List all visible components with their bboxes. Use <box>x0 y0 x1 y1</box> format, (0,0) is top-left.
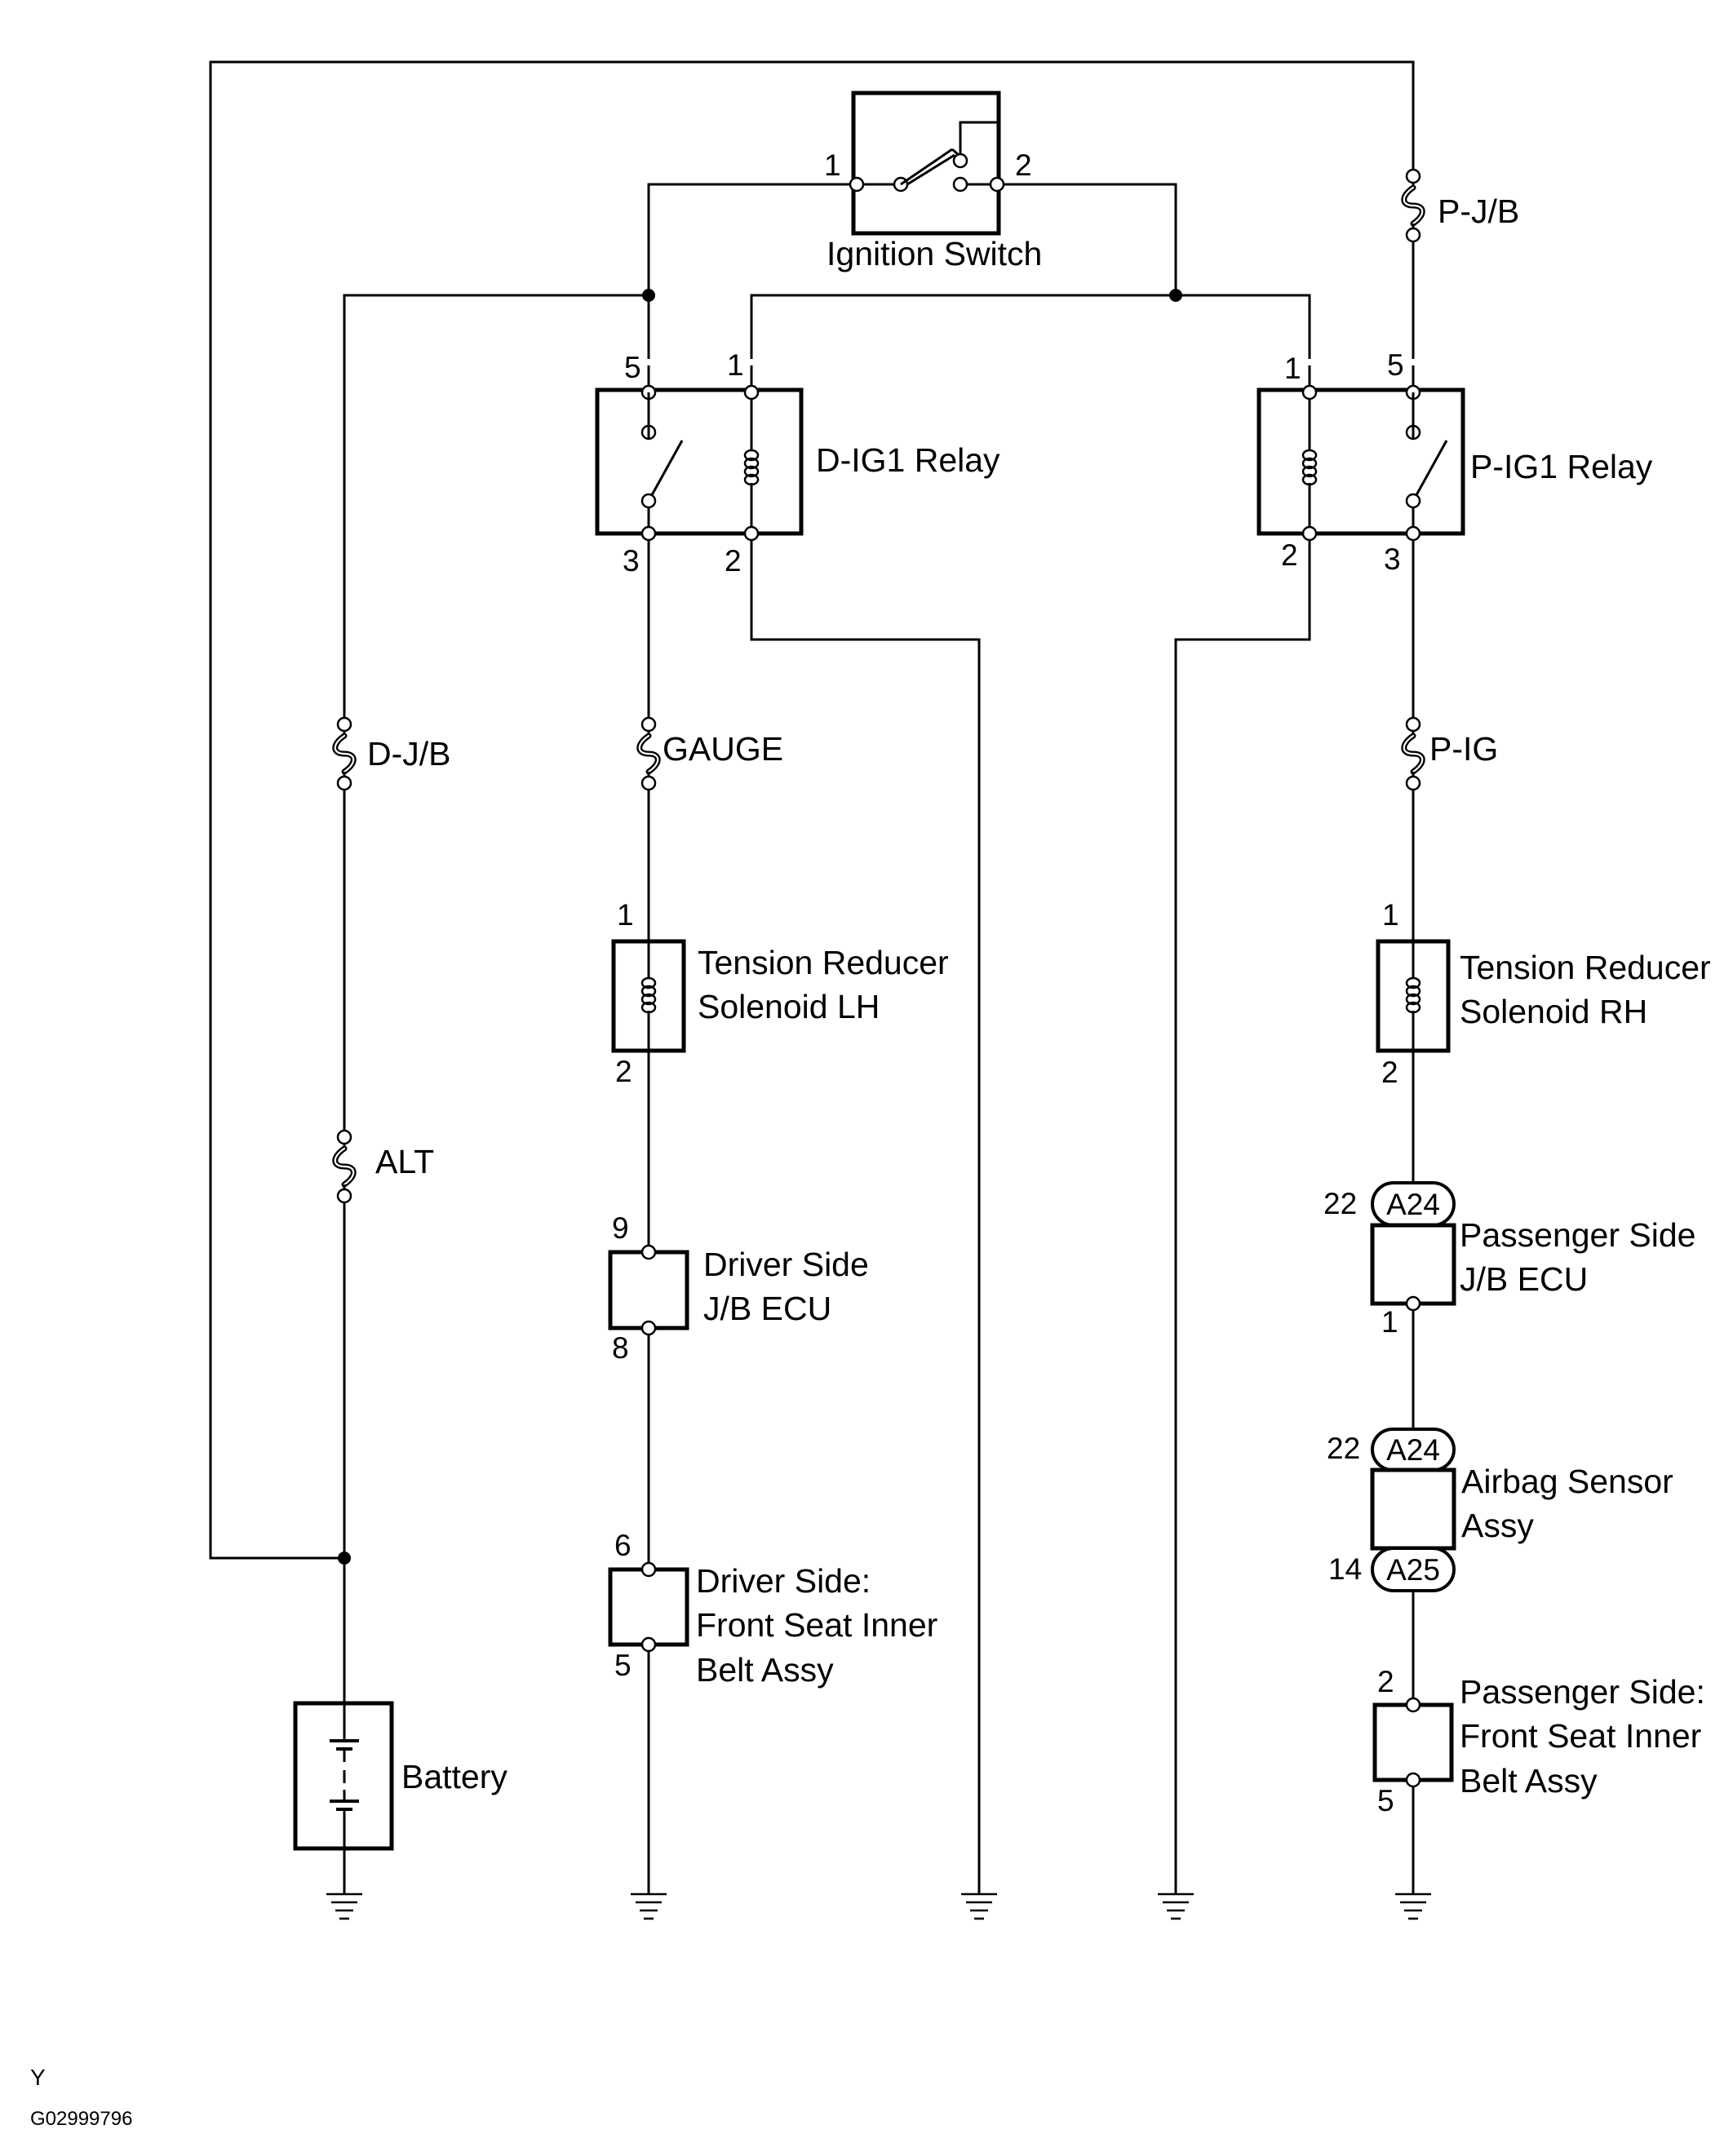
fuse-d-jb-label: D-J/B <box>367 735 451 773</box>
footer-mark: Y <box>30 2065 46 2090</box>
fuse-p-ig-label: P-IG <box>1429 730 1498 768</box>
d-ig1-relay: 5 1 3 2 D-IG1 Relay <box>595 348 1000 578</box>
fuse-gauge: GAUGE <box>640 718 783 790</box>
d-ig1-pin-5: 5 <box>624 351 641 384</box>
ignition-switch: 1 2 Ignition Switch <box>824 91 1042 272</box>
passenger-ecu-connector-a24: A24 <box>1386 1188 1440 1221</box>
junction-dot-ignition-left <box>642 289 655 302</box>
tension-lh-pin-1: 1 <box>617 898 634 932</box>
ground-driver-icon <box>629 1893 668 1920</box>
figure-code: G02999796 <box>30 2108 132 2130</box>
passenger-belt-pin-5: 5 <box>1377 1784 1394 1817</box>
p-ig1-pin-5: 5 <box>1387 348 1404 382</box>
driver-ecu-pin-8: 8 <box>612 1331 629 1365</box>
fuse-p-jb-label: P-J/B <box>1438 193 1519 230</box>
airbag-label-2: Assy <box>1461 1507 1534 1544</box>
p-ig1-relay-label: P-IG1 Relay <box>1470 448 1653 485</box>
fuse-gauge-label: GAUGE <box>663 730 783 768</box>
fuse-alt-label: ALT <box>375 1143 434 1180</box>
airbag-pin-22: 22 <box>1327 1432 1360 1465</box>
tension-reducer-solenoid-lh: 1 2 Tension Reducer Solenoid LH <box>611 898 949 1088</box>
p-ig1-pin-1: 1 <box>1284 352 1301 385</box>
driver-side-belt-assy: 6 5 Driver Side: Front Seat Inner Belt A… <box>608 1529 937 1689</box>
passenger-side-jb-ecu: A24 22 1 Passenger Side J/B ECU <box>1323 1181 1695 1339</box>
battery: Battery <box>293 1701 507 1851</box>
driver-belt-pin-6: 6 <box>614 1529 632 1562</box>
ground-p-ig1-icon <box>1156 1893 1195 1920</box>
airbag-connector-a25: A25 <box>1386 1553 1440 1587</box>
tension-rh-label-1: Tension Reducer <box>1460 949 1711 986</box>
passenger-ecu-pin-1: 1 <box>1381 1305 1398 1339</box>
wires <box>209 60 1415 1894</box>
airbag-connector-a24: A24 <box>1386 1433 1440 1467</box>
tension-rh-pin-2: 2 <box>1381 1056 1398 1089</box>
passenger-belt-label-3: Belt Assy <box>1460 1762 1598 1800</box>
junction-dot-battery <box>338 1552 351 1565</box>
ignition-switch-label: Ignition Switch <box>827 235 1042 272</box>
driver-belt-label-2: Front Seat Inner <box>696 1606 937 1644</box>
airbag-label-1: Airbag Sensor <box>1461 1463 1673 1500</box>
passenger-side-belt-assy: 2 5 Passenger Side: Front Seat Inner Bel… <box>1372 1665 1705 1817</box>
tension-rh-label-2: Solenoid RH <box>1460 993 1647 1030</box>
d-ig1-pin-2: 2 <box>725 544 742 578</box>
driver-ecu-label-1: Driver Side <box>703 1246 869 1283</box>
junction-dot-ignition-right <box>1169 289 1182 302</box>
p-ig1-pin-2: 2 <box>1281 538 1298 572</box>
driver-ecu-label-2: J/B ECU <box>703 1290 831 1327</box>
tension-lh-label-2: Solenoid LH <box>698 988 880 1025</box>
d-ig1-pin-1: 1 <box>727 348 744 382</box>
passenger-belt-label-2: Front Seat Inner <box>1460 1717 1701 1755</box>
passenger-ecu-label-2: J/B ECU <box>1460 1260 1588 1298</box>
fuse-p-ig: P-IG <box>1404 718 1498 790</box>
driver-belt-label-3: Belt Assy <box>696 1651 834 1689</box>
tension-lh-label-1: Tension Reducer <box>698 944 949 981</box>
tension-rh-pin-1: 1 <box>1382 898 1399 932</box>
passenger-ecu-pin-22: 22 <box>1323 1187 1357 1220</box>
p-ig1-pin-3: 3 <box>1384 542 1401 576</box>
airbag-sensor-assy: A24 A25 22 14 Airbag Sensor Assy <box>1327 1428 1673 1592</box>
battery-label: Battery <box>401 1758 507 1795</box>
fuse-d-jb: D-J/B <box>335 718 451 790</box>
driver-ecu-pin-9: 9 <box>612 1211 629 1245</box>
driver-belt-pin-5: 5 <box>614 1649 632 1682</box>
ground-battery-icon <box>325 1893 364 1920</box>
passenger-belt-pin-2: 2 <box>1377 1665 1394 1698</box>
d-ig1-relay-label: D-IG1 Relay <box>816 441 1000 479</box>
passenger-ecu-label-1: Passenger Side <box>1460 1216 1695 1254</box>
ground-d-ig1-icon <box>960 1893 999 1920</box>
ignition-switch-pin-2: 2 <box>1015 148 1032 182</box>
driver-side-jb-ecu: 9 8 Driver Side J/B ECU <box>608 1211 869 1365</box>
fuse-p-jb: P-J/B <box>1404 170 1519 241</box>
fuse-alt: ALT <box>335 1131 434 1202</box>
passenger-belt-label-1: Passenger Side: <box>1460 1673 1705 1711</box>
ground-passenger-icon <box>1394 1893 1433 1920</box>
driver-belt-label-1: Driver Side: <box>696 1562 871 1600</box>
d-ig1-pin-3: 3 <box>623 544 640 578</box>
ignition-switch-pin-1: 1 <box>824 148 841 182</box>
tension-reducer-solenoid-rh: 1 2 Tension Reducer Solenoid RH <box>1376 898 1711 1089</box>
p-ig1-relay: 1 5 2 3 P-IG1 Relay <box>1257 348 1653 576</box>
airbag-pin-14: 14 <box>1328 1552 1362 1586</box>
tension-lh-pin-2: 2 <box>615 1055 632 1088</box>
